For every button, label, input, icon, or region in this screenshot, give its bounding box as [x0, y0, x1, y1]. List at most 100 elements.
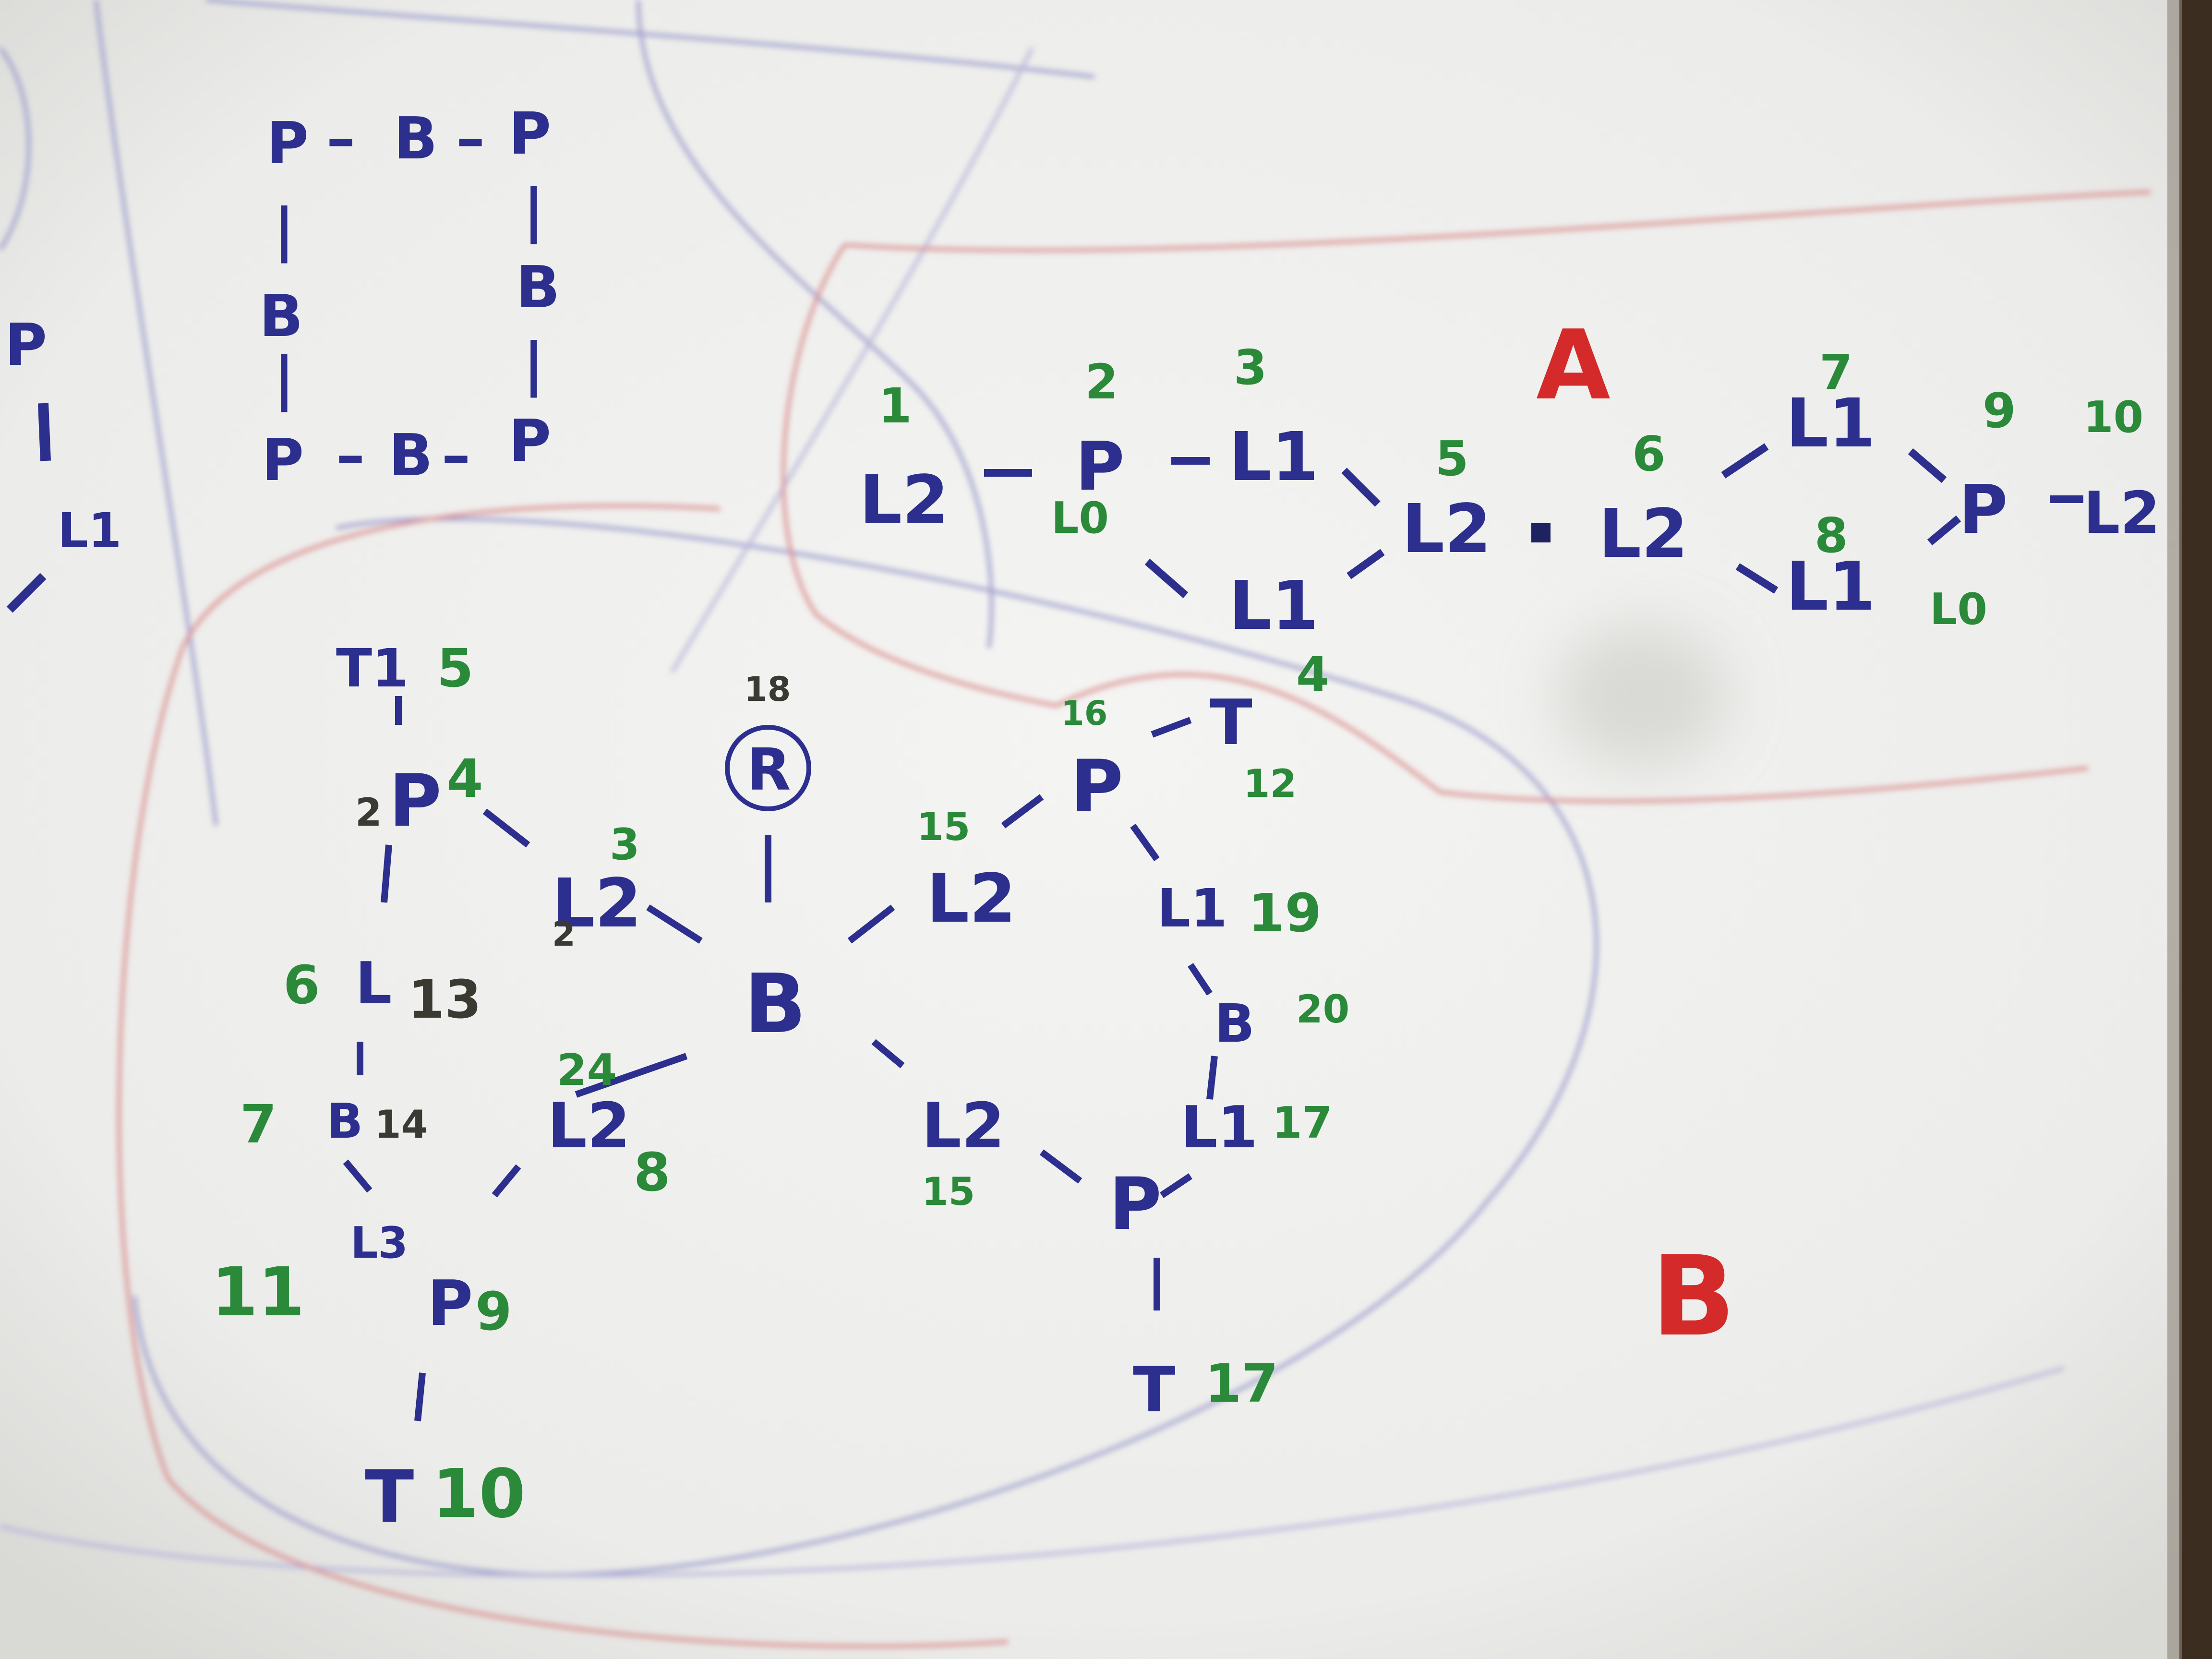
blue-arc-upper [637, 0, 993, 649]
frame-dash-4: – [442, 422, 470, 489]
a-l2-6: L2 [1599, 495, 1688, 573]
b-l1-right: L1 [1157, 878, 1227, 939]
a-l2-5: L2 [1402, 490, 1491, 568]
frame-dash-2: – [456, 106, 485, 172]
red-outline-a [781, 190, 2151, 803]
a-num-10: 10 [2083, 392, 2143, 443]
wood-edge [2179, 0, 2212, 1659]
a-l1-7: L1 [1786, 385, 1875, 463]
edge-l1: L1 [58, 503, 121, 559]
a-num-1: 1 [878, 378, 912, 434]
b-b-left: B [326, 1093, 363, 1149]
b-num-11: 11 [211, 1253, 305, 1332]
b-l2-left: L2 [552, 865, 642, 943]
a-num-7: 7 [1819, 344, 1853, 400]
b-l3: L3 [350, 1218, 408, 1268]
frame-bar-r2: | [523, 331, 544, 398]
b-l2-low: L2 [547, 1089, 630, 1162]
b-p-right-top: P [1070, 745, 1123, 829]
a-num-8: 8 [1815, 507, 1848, 564]
frame-p-tr: P [509, 101, 551, 168]
group-b-tree: T1 5 P 2 4 6 L 13 7 B 14 11 L3 P 9 T 10 [211, 637, 1349, 1539]
a-l1-3: L1 [1229, 418, 1319, 496]
a-num-5: 5 [1435, 431, 1469, 487]
b-num-2b: 2 [552, 914, 576, 954]
a-l2-1: L2 [859, 461, 949, 540]
a-num-6: 6 [1632, 426, 1666, 482]
b-p-left: P [389, 759, 442, 843]
b-l1-right-low: L1 [1181, 1094, 1258, 1161]
b-num-n15b: 15 [922, 1169, 975, 1214]
frame-bar-l2: | [274, 346, 295, 412]
a-p-2: P [1075, 428, 1125, 506]
b-t-right-bottom: T [1133, 1353, 1176, 1426]
b-l2-right: L2 [926, 860, 1016, 938]
frame-b-top: B [394, 106, 437, 172]
a-num-2: 2 [1085, 354, 1118, 410]
blue-oval-b [132, 517, 1599, 1577]
b-num-13: 13 [408, 969, 481, 1030]
frame-p-bl: P [262, 427, 304, 494]
frame-b-bottom: B [389, 422, 433, 489]
frame-dash-3: – [336, 422, 365, 489]
blue-line-bottom [0, 1366, 2065, 1577]
b-p-bottom: P [1109, 1163, 1162, 1246]
b-num-n14: 14 [374, 1102, 428, 1147]
a-num-3: 3 [1234, 339, 1267, 396]
b-num-4: 4 [446, 748, 483, 809]
blue-line-left-vertical [94, 0, 218, 826]
a-l2-10: L2 [2083, 480, 2160, 547]
red-outline-b [117, 504, 1009, 1648]
pencil-outlines [0, 0, 2151, 1648]
b-l13: L [355, 950, 392, 1017]
blue-line-diagonal [670, 47, 1034, 673]
b-num-7: 7 [240, 1094, 277, 1155]
b-num-20: 20 [1296, 987, 1349, 1032]
handwriting: P – B – P | | B B | | P – B – P P L1 A L… [5, 101, 2160, 1539]
a-l1-4: L1 [1229, 567, 1319, 645]
b-r-root: R [746, 737, 791, 804]
group-a-label: A [1536, 310, 1611, 421]
a-lo-2: L0 [1930, 584, 1987, 635]
b-num-16: 16 [1061, 694, 1107, 733]
b-b-right: B [1214, 993, 1255, 1054]
group-a-chain: L2 1 P 2 L0 L1 3 L1 4 L2 5 L2 6 L1 7 L1 … [859, 339, 2160, 703]
frame-bar-r1: | [523, 178, 544, 244]
frame-p-tl: P [266, 110, 309, 177]
b-l2-bottom: L2 [922, 1089, 1005, 1162]
a-p-9: P [1959, 471, 2008, 549]
frame-p-br: P [509, 408, 551, 475]
b-num-8: 8 [634, 1142, 671, 1203]
a-lo-1: L0 [1051, 493, 1109, 543]
b-t-top: T1 [336, 637, 409, 699]
b-num-n18: 18 [744, 670, 791, 709]
b-num-3: 3 [610, 819, 640, 870]
frame-b-right: B [516, 254, 560, 321]
a-num-4: 4 [1296, 647, 1330, 703]
b-num-10: 10 [432, 1455, 526, 1533]
frame-bar-l1: | [274, 197, 295, 264]
b-b-center: B [744, 957, 806, 1052]
b-t-right-top: T [1210, 686, 1252, 759]
b-num-17b: 17 [1272, 1098, 1332, 1148]
b-num-n12: 12 [1243, 761, 1297, 806]
b-t-bottom: T [365, 1455, 414, 1539]
frame-b-left: B [259, 283, 303, 350]
blue-arc-left [0, 47, 31, 251]
shadow-smudge [1555, 624, 1728, 768]
a-l1-8: L1 [1786, 548, 1875, 626]
edge-p: P [5, 312, 47, 379]
a-num-9: 9 [1983, 383, 2016, 439]
b-num-5: 5 [437, 637, 474, 699]
b-num-2a: 2 [355, 790, 382, 835]
b-num-17: 17 [1205, 1353, 1278, 1414]
blue-line-top [206, 0, 1095, 79]
b-num-9: 9 [475, 1281, 512, 1342]
b-num-15: 15 [917, 805, 970, 849]
root-circle [725, 725, 811, 811]
b-p-low: P [427, 1267, 473, 1340]
b-num-24: 24 [557, 1045, 617, 1095]
b-num-n19: 19 [1248, 882, 1322, 944]
group-b-label: B [1651, 1233, 1735, 1361]
